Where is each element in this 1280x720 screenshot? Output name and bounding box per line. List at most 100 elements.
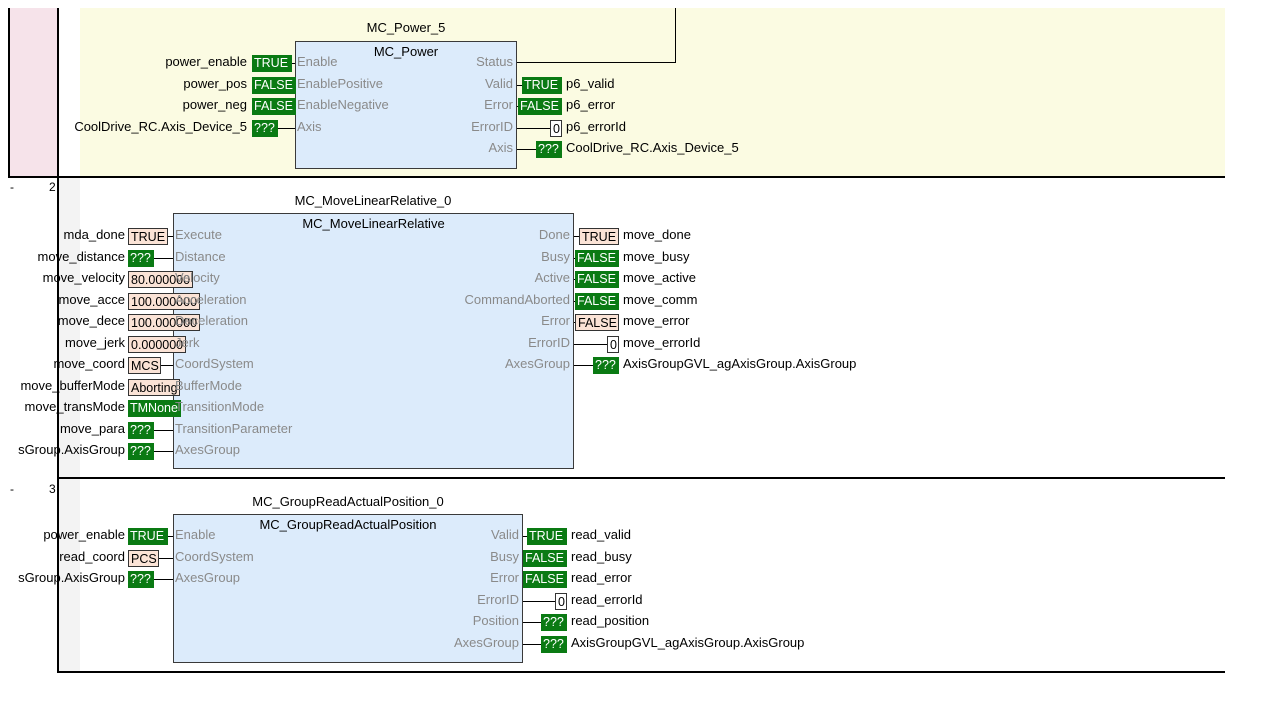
output-variable-label[interactable]: read_error [571, 570, 632, 585]
output-wire [523, 643, 541, 645]
input-variable-label[interactable]: CoolDrive_RC.Axis_Device_5 [74, 118, 247, 134]
input-variable-label[interactable]: sGroup.AxisGroup [18, 570, 125, 585]
output-variable-label[interactable]: read_errorId [571, 591, 643, 607]
input-value-box[interactable]: ??? [128, 421, 154, 439]
input-wire [154, 429, 173, 431]
function-block-mc-movelinearrelative[interactable]: MC_MoveLinearRelative [173, 213, 574, 469]
input-variable-label[interactable]: move_transMode [24, 399, 125, 414]
output-variable-label[interactable]: move_done [623, 227, 691, 242]
input-value-box[interactable]: TRUE [252, 55, 292, 72]
output-value-box[interactable]: FALSE [523, 549, 567, 567]
output-value-box[interactable]: TRUE [579, 228, 619, 245]
input-variable-label[interactable]: power_enable [165, 54, 247, 69]
output-variable-label[interactable]: move_errorId [623, 334, 701, 350]
output-value-box[interactable]: TRUE [527, 528, 567, 545]
input-value-box[interactable]: ??? [128, 443, 154, 460]
output-variable-label[interactable]: p6_valid [566, 75, 615, 91]
output-pin-name: Active [534, 270, 570, 285]
input-variable-label[interactable]: move_acce [58, 291, 125, 307]
output-wire [523, 536, 527, 537]
output-wire [574, 279, 575, 280]
output-pin-name: CommandAborted [464, 291, 571, 307]
output-variable-label[interactable]: move_comm [623, 291, 698, 307]
input-value-box[interactable]: ??? [252, 119, 278, 137]
output-pin-name: Valid [485, 75, 513, 91]
input-variable-label[interactable]: read_coord [59, 548, 125, 564]
input-value-box[interactable]: 80.000000 [128, 271, 193, 288]
input-variable-label[interactable]: move_velocity [42, 270, 125, 285]
output-value-box[interactable]: FALSE [575, 271, 619, 288]
input-wire [168, 236, 173, 237]
output-value-box[interactable]: FALSE [575, 314, 619, 331]
output-value-box[interactable]: 0 [607, 335, 619, 353]
output-wire [517, 106, 518, 107]
output-wire [523, 600, 555, 602]
input-pin-name: CoordSystem [175, 356, 254, 371]
output-variable-label[interactable]: move_active [623, 270, 696, 285]
function-block-mc-groupreadactualposition[interactable]: MC_GroupReadActualPosition [173, 514, 523, 663]
output-value-box[interactable]: 0 [555, 592, 567, 610]
rung-1[interactable]: MC_Power_5 MC_Power [0, 0, 1225, 178]
input-value-box[interactable]: 100.000000 [128, 314, 200, 331]
function-block-mc-power[interactable]: MC_Power [295, 41, 517, 169]
input-value-box[interactable]: Aborting [128, 378, 180, 396]
rung-2[interactable]: - 2 MC_MoveLinearRelative_0 MC_MoveLinea… [0, 178, 1225, 478]
input-variable-label[interactable]: power_enable [43, 527, 125, 542]
input-value-box[interactable]: TMNone [128, 400, 181, 417]
power-rail [57, 479, 59, 671]
output-variable-label[interactable]: AxisGroupGVL_agAxisGroup.AxisGroup [571, 634, 805, 650]
input-pin-name: Distance [175, 248, 226, 264]
output-variable-label[interactable]: move_error [623, 313, 690, 328]
input-value-box[interactable]: 100.000000 [128, 292, 200, 310]
rung-3[interactable]: - 3 MC_GroupReadActualPosition_0 MC_Grou… [0, 479, 1225, 673]
rung-number: 2 [49, 180, 56, 194]
output-value-box[interactable]: ??? [541, 635, 567, 653]
input-wire [154, 451, 173, 452]
output-value-box[interactable]: FALSE [575, 249, 619, 267]
input-variable-label[interactable]: power_neg [182, 97, 247, 112]
output-wire [574, 365, 593, 366]
fb-type-name: MC_MoveLinearRelative [302, 216, 445, 231]
input-value-box[interactable]: TRUE [128, 228, 168, 245]
input-variable-label[interactable]: move_jerk [65, 334, 125, 350]
input-value-box[interactable]: MCS [128, 357, 161, 374]
input-variable-label[interactable]: move_dece [57, 313, 125, 328]
output-variable-label[interactable]: CoolDrive_RC.Axis_Device_5 [566, 140, 739, 155]
rung-collapse-toggle[interactable]: - [10, 180, 14, 194]
output-variable-label[interactable]: p6_errorId [566, 118, 626, 134]
output-pin-name: AxesGroup [504, 356, 570, 371]
input-variable-label[interactable]: mda_done [63, 227, 125, 242]
output-value-box[interactable]: 0 [550, 119, 562, 137]
output-value-box[interactable]: FALSE [523, 571, 567, 588]
input-value-box[interactable]: FALSE [252, 98, 296, 115]
output-variable-label[interactable]: move_busy [623, 248, 690, 264]
rung-collapse-toggle[interactable]: - [10, 482, 14, 496]
input-variable-label[interactable]: power_pos [183, 75, 247, 91]
input-variable-label[interactable]: move_coord [53, 356, 125, 371]
input-variable-label[interactable]: move_para [59, 420, 125, 436]
input-value-box[interactable]: FALSE [252, 76, 296, 94]
output-variable-label[interactable]: read_busy [571, 548, 632, 564]
fb-type-name: MC_GroupReadActualPosition [259, 517, 437, 532]
input-value-box[interactable]: PCS [128, 549, 159, 567]
output-value-box[interactable]: ??? [593, 357, 619, 374]
output-variable-label[interactable]: AxisGroupGVL_agAxisGroup.AxisGroup [623, 356, 857, 371]
input-value-box[interactable]: ??? [128, 571, 154, 588]
output-value-box[interactable]: ??? [536, 141, 562, 158]
input-variable-label[interactable]: sGroup.AxisGroup [18, 442, 125, 457]
output-value-box[interactable]: FALSE [575, 292, 619, 310]
input-value-box[interactable]: TRUE [128, 528, 168, 545]
input-value-box[interactable]: ??? [128, 249, 154, 267]
output-variable-label[interactable]: read_valid [571, 527, 631, 542]
output-value-box[interactable]: ??? [541, 614, 567, 631]
output-variable-label[interactable]: p6_error [566, 97, 616, 112]
output-variable-label[interactable]: read_position [571, 613, 650, 628]
input-value-box[interactable]: 0.000000 [128, 335, 186, 353]
output-value-box[interactable]: TRUE [522, 76, 562, 94]
input-pin-name: Enable [175, 527, 216, 542]
input-variable-label[interactable]: move_bufferMode [20, 377, 125, 393]
rung-separator [57, 671, 1225, 673]
input-variable-label[interactable]: move_distance [37, 248, 125, 264]
output-value-box[interactable]: FALSE [518, 98, 562, 115]
input-pin-name: Deceleration [175, 313, 248, 328]
